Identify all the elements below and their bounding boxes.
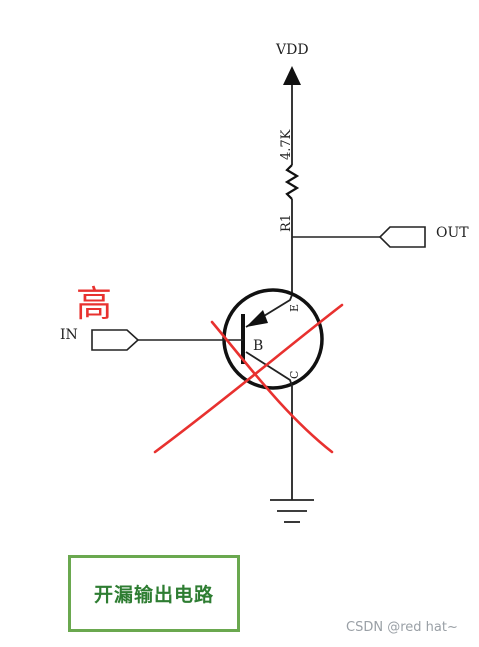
emitter-label: E xyxy=(288,304,301,312)
resistor-value-label: 4.7K xyxy=(279,129,294,160)
resistor-name-label: R1 xyxy=(279,214,294,232)
resistor-r1 xyxy=(284,164,300,200)
emitter-arrow xyxy=(246,310,268,327)
cross-out-stroke-1 xyxy=(153,303,344,454)
vdd-label: VDD xyxy=(275,42,309,58)
annotation-high-label: 高 xyxy=(76,284,112,325)
collector-lead xyxy=(245,351,293,387)
vdd-arrow xyxy=(283,66,301,85)
caption-text: 开漏输出电路 xyxy=(93,584,214,606)
in-label: IN xyxy=(60,327,78,343)
base-label: B xyxy=(253,338,263,354)
in-port xyxy=(91,329,140,351)
out-port xyxy=(378,226,426,248)
watermark: CSDN @red hat~ xyxy=(346,620,458,635)
out-label: OUT xyxy=(436,225,469,241)
transistor-body xyxy=(222,288,324,390)
caption-box: 开漏输出电路 xyxy=(68,555,240,632)
collector-label: C xyxy=(288,371,301,379)
cross-out-stroke-2 xyxy=(210,320,334,454)
